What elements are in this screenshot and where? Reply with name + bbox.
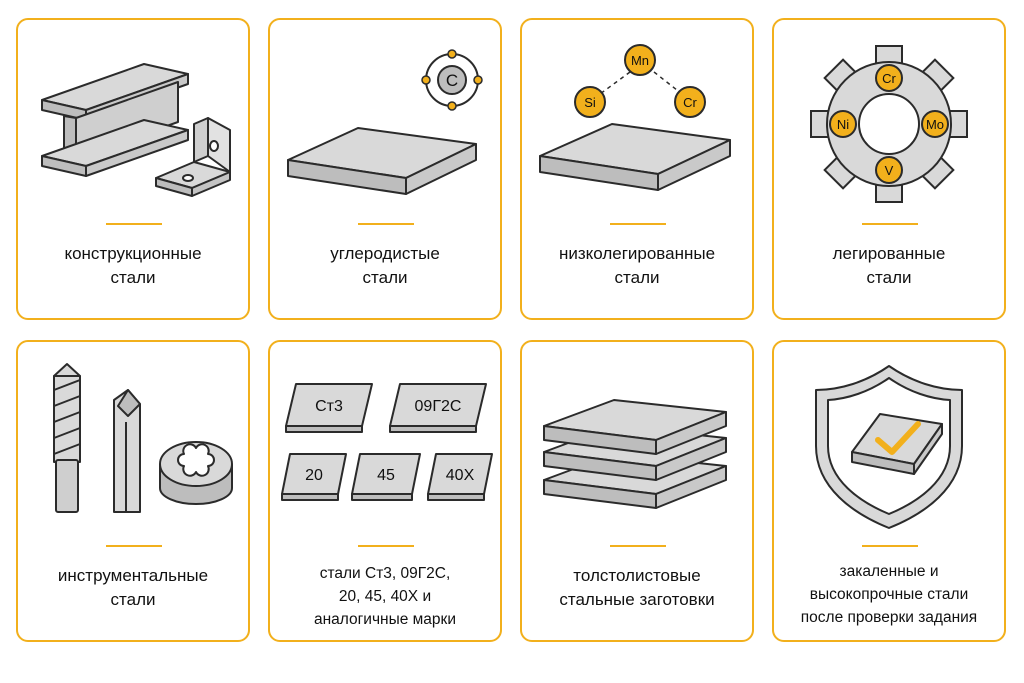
card-caption: конструкционные стали	[64, 244, 202, 287]
grade-20: 20	[305, 467, 323, 484]
accent-divider	[106, 223, 162, 225]
check-icon	[875, 421, 921, 455]
tool-steel-icon	[53, 363, 233, 513]
grade-45: 45	[377, 467, 395, 484]
atom-symbol: C	[446, 71, 458, 90]
card-caption: стали Ст3, 09Г2С, 20, 45, 40Х и аналогич…	[314, 565, 456, 628]
carbon-atom-plate-icon: C	[287, 49, 483, 195]
accent-divider	[106, 545, 162, 547]
grade-st3: Ст3	[315, 398, 343, 415]
card-low-alloy-steel: Mn Si Cr низколегированные стали	[520, 18, 754, 320]
card-hardened-steel: закаленные и высокопрочные стали после п…	[772, 340, 1006, 642]
card-tool-steel: инструментальные стали	[16, 340, 250, 642]
grade-09g2s: 09Г2С	[415, 398, 462, 415]
element-si: Si	[584, 95, 596, 110]
accent-divider	[610, 223, 666, 225]
card-structural-steel: конструкционные стали	[16, 18, 250, 320]
alloying-elements-plate-icon: Mn Si Cr	[539, 44, 731, 191]
element-cr: Cr	[683, 95, 697, 110]
element-mo: Mo	[926, 117, 944, 132]
card-thick-plate-blanks: толстолистовые стальные заготовки	[520, 340, 754, 642]
element-cr: Cr	[882, 71, 896, 86]
accent-divider	[610, 545, 666, 547]
accent-divider	[358, 223, 414, 225]
alloy-gear-icon: Cr Ni Mo V	[810, 45, 968, 203]
card-caption: толстолистовые стальные заготовки	[559, 566, 715, 609]
card-caption: инструментальные стали	[57, 566, 209, 609]
element-mn: Mn	[631, 53, 649, 68]
card-carbon-steel: C углеродистые стали	[268, 18, 502, 320]
grade-40x: 40Х	[446, 467, 475, 484]
accent-divider	[358, 545, 414, 547]
card-caption: низколегированные стали	[558, 244, 716, 287]
element-ni: Ni	[837, 117, 849, 132]
steel-beam-icon	[41, 63, 231, 197]
card-caption: легированные стали	[832, 244, 946, 287]
card-alloy-steel: Cr Ni Mo V легированные стали	[772, 18, 1006, 320]
card-steel-grades: Ст3 09Г2С 20 45 40Х стали Ст3, 09Г2С, 20…	[268, 340, 502, 642]
accent-divider	[862, 223, 918, 225]
hardened-shield-check-icon	[815, 365, 963, 529]
accent-divider	[862, 545, 918, 547]
element-v: V	[885, 163, 894, 178]
stacked-plates-icon	[543, 399, 727, 509]
card-caption: углеродистые стали	[330, 244, 440, 287]
steel-grades-tiles-icon: Ст3 09Г2С 20 45 40Х	[281, 383, 493, 501]
card-caption: закаленные и высокопрочные стали после п…	[800, 563, 978, 626]
